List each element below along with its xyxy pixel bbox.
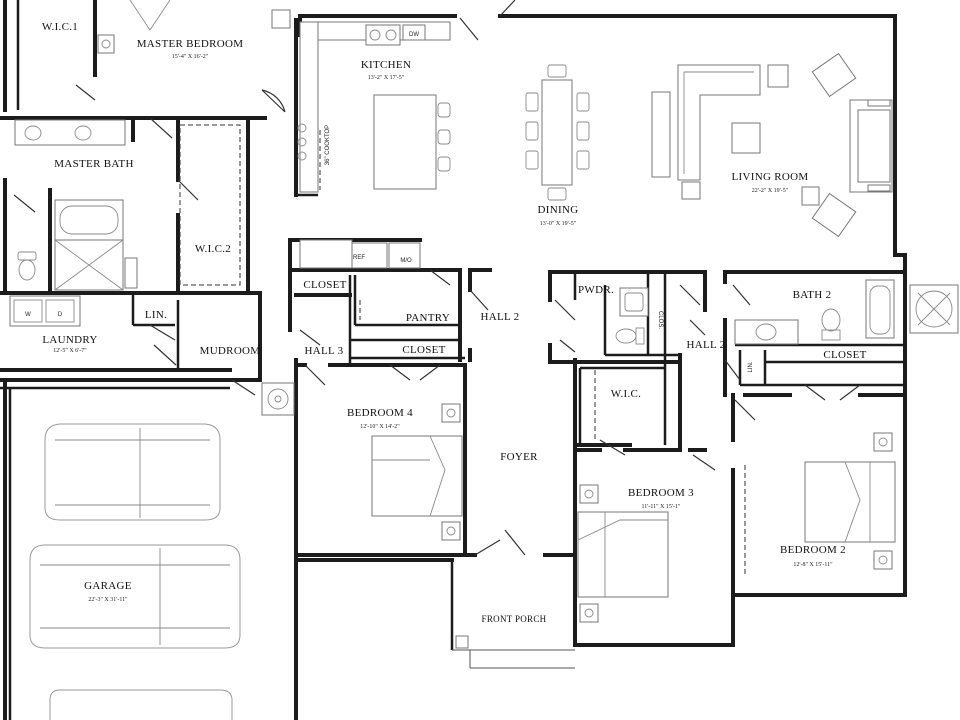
room-labels: W.I.C.1 MASTER BEDROOM 15'-4" X 16'-2" K… [42,21,866,624]
label-lin-a: LIN. [145,309,167,321]
label-pwdr: PWDR. [578,284,614,296]
dim-dining: 13'-0" X 19'-5" [540,221,577,227]
dim-garage: 22'-3" X 31'-11" [88,597,128,603]
label-living-room: LIVING ROOM [732,171,809,183]
label-front-porch: FRONT PORCH [482,614,547,624]
label-master-bedroom: MASTER BEDROOM [137,38,244,50]
label-bedroom3: BEDROOM 3 [628,487,694,499]
dim-living-room: 22'-2" X 19'-5" [752,188,789,194]
dashed-outlines [179,124,746,575]
label-closet-b: CLOSET [402,344,445,356]
living-furniture [651,52,893,238]
label-bedroom2: BEDROOM 2 [780,544,846,556]
bath2-fixtures [615,279,959,345]
dim-bedroom2: 12'-8" X 15'-11" [793,562,833,568]
label-hall2-a: HALL 2 [481,311,520,323]
label-kitchen: KITCHEN [361,59,411,71]
label-hall3: HALL 3 [305,345,344,357]
label-bath2: BATH 2 [793,289,832,301]
label-garage: GARAGE [84,580,132,592]
label-foyer: FOYER [500,451,538,463]
label-mo: M/O [400,258,412,264]
label-lin-b: LIN. [748,361,754,372]
label-wic1: W.I.C.1 [42,21,78,33]
label-clos: CLOS. [657,311,663,329]
label-wic3: W.I.C. [611,388,641,400]
label-mudroom: MUDROOM [200,345,261,357]
dim-laundry: 12'-5" X 6'-7" [53,348,87,354]
doors [13,0,861,556]
dim-bedroom4: 12'-10" X 14'-2" [360,424,400,430]
label-washer: W [25,312,31,318]
label-master-bath: MASTER BATH [54,158,133,170]
fixture-labels: DW 36" COOKTOP REF M/O W D [25,32,419,318]
label-closet-c: CLOSET [823,349,866,361]
label-closet-a: CLOSET [303,279,346,291]
label-dining: DINING [538,204,579,216]
label-pantry: PANTRY [406,312,450,324]
dim-kitchen: 13'-2" X 17'-5" [368,75,405,81]
label-dryer: D [58,312,63,318]
garage-cars [29,423,469,720]
walls [0,0,907,720]
label-hall2-b: HALL 2 [687,339,726,351]
label-laundry: LAUNDRY [42,334,97,346]
label-bedroom4: BEDROOM 4 [347,407,413,419]
label-dw: DW [409,32,419,38]
kitchen-fixtures [297,21,451,269]
dining-table [525,64,590,201]
label-cooktop: 36" COOKTOP [325,125,331,165]
bath-fixtures [9,119,295,416]
dim-master-bedroom: 15'-4" X 16'-2" [172,54,209,60]
label-wic2: W.I.C.2 [195,243,231,255]
label-ref: REF [353,255,365,261]
dim-bedroom3: 11'-11" X 15'-1" [642,504,681,510]
beds [97,0,896,623]
